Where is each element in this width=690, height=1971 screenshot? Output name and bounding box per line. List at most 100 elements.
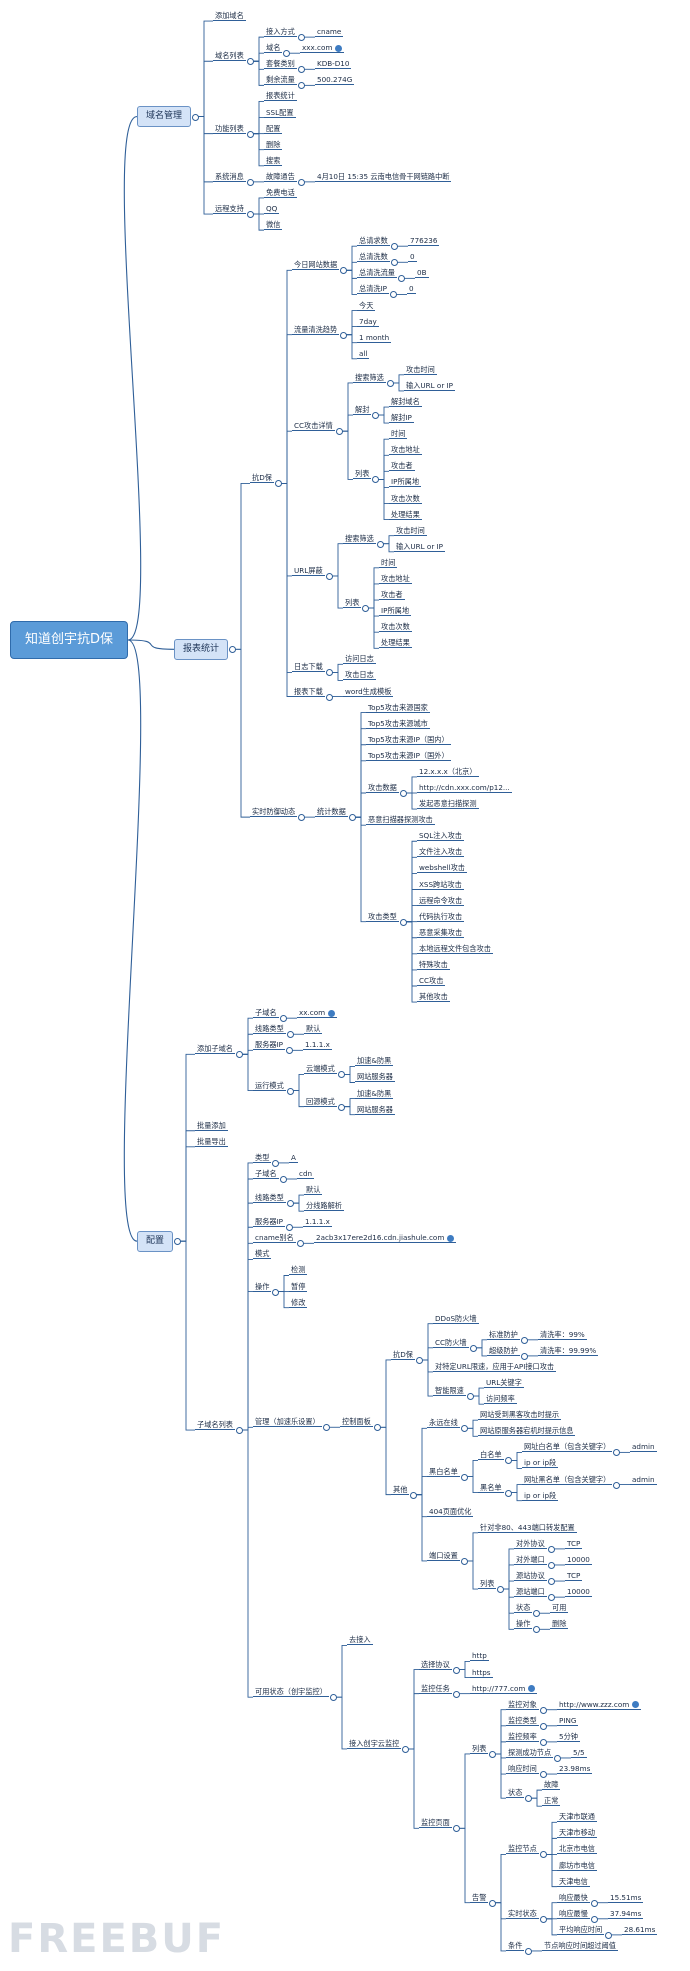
connector-line bbox=[406, 921, 417, 939]
topic-node-label: 云端模式 bbox=[306, 1064, 335, 1074]
topic-node-label: Top5攻击来源城市 bbox=[368, 718, 428, 728]
topic-node-label: 类型 bbox=[255, 1152, 270, 1162]
topic-node: http://cdn.xxx.com/p12... bbox=[417, 783, 512, 793]
topic-node: 28.61ms bbox=[622, 1925, 658, 1935]
connector-line bbox=[467, 1560, 478, 1590]
topic-node-label: TCP bbox=[567, 1538, 581, 1548]
connector-line bbox=[495, 1725, 506, 1755]
topic-node: 黑名单 bbox=[478, 1483, 504, 1493]
topic-node: Top5攻击来源IP（国内） bbox=[366, 735, 451, 745]
topic-node-label: 攻击次数 bbox=[381, 622, 410, 632]
topic-node: 恶意采集攻击 bbox=[417, 928, 465, 938]
topic-node-label: A bbox=[291, 1152, 296, 1162]
topic-node-label: 节点响应时间超过阈值 bbox=[544, 1940, 616, 1950]
topic-node-label: DDoS防火墙 bbox=[435, 1313, 477, 1323]
branch-node-dot bbox=[548, 1578, 555, 1586]
globe-icon bbox=[335, 44, 343, 52]
topic-node: 0B bbox=[415, 268, 429, 279]
topic-node-label: 暂停 bbox=[291, 1281, 306, 1291]
topic-node: 接入方式 bbox=[264, 27, 297, 38]
topic-node-label: 天津市联通 bbox=[559, 1812, 595, 1822]
topic-node: 默认 bbox=[304, 1024, 323, 1035]
topic-node-label: 可用 bbox=[552, 1603, 567, 1613]
topic-node-label: URL关键字 bbox=[486, 1378, 522, 1388]
globe-icon bbox=[528, 1685, 536, 1693]
topic-node: 清洗率：99.99% bbox=[538, 1346, 599, 1356]
topic-node: 总请求数 bbox=[357, 236, 390, 247]
connector-line bbox=[459, 1753, 470, 1829]
topic-node-label: URL屏蔽 bbox=[294, 565, 323, 575]
topic-node: 远程支持 bbox=[213, 204, 246, 215]
topic-node: 端口设置 bbox=[427, 1551, 460, 1561]
topic-node: 状态 bbox=[514, 1603, 533, 1614]
topic-node: 配置 bbox=[264, 124, 283, 134]
connector-line bbox=[546, 1854, 557, 1871]
connector-line bbox=[336, 1696, 347, 1750]
connector-line bbox=[346, 334, 357, 360]
topic-node: 暂停 bbox=[289, 1281, 308, 1292]
topic-node-label: 攻击数据 bbox=[368, 783, 397, 792]
connector-line bbox=[332, 543, 343, 577]
topic-node-label: 加速&防黑 bbox=[357, 1088, 392, 1098]
topic-node-label: TCP bbox=[567, 1571, 581, 1581]
topic-node: 批量添加 bbox=[195, 1121, 228, 1131]
topic-node: 解封IP bbox=[389, 413, 414, 424]
root-topic: 知道创宇抗D保 bbox=[10, 621, 129, 659]
connector-line bbox=[342, 414, 353, 432]
branch-node-dot bbox=[275, 480, 282, 488]
connector-line bbox=[242, 1226, 253, 1431]
branch-node-dot bbox=[272, 1288, 279, 1296]
topic-node: 4月10日 15:35 云南电信骨干网链路中断 bbox=[315, 172, 452, 182]
topic-node: 37.94ms bbox=[608, 1909, 644, 1919]
branch-node-dot bbox=[280, 1015, 287, 1023]
connector-line bbox=[406, 921, 417, 971]
topic-node: 搜索筛选 bbox=[353, 373, 386, 383]
topic-node-label: 流量清洗趋势 bbox=[294, 324, 338, 334]
topic-node-label: 黑名单 bbox=[480, 1482, 502, 1492]
topic-node: cname bbox=[315, 27, 344, 38]
topic-node-label: 源站端口 bbox=[516, 1587, 545, 1597]
branch-node-dot bbox=[323, 1424, 330, 1432]
topic-node-label: 处理结果 bbox=[381, 638, 410, 648]
connector-line bbox=[242, 1242, 253, 1431]
topic-node: 日志下载 bbox=[292, 662, 325, 673]
topic-node-label: 服务器IP bbox=[255, 1217, 284, 1227]
topic-node-label: 总请求数 bbox=[359, 236, 388, 246]
connector-line bbox=[495, 1753, 506, 1799]
root-topic-label: 知道创宇抗D保 bbox=[25, 632, 114, 647]
topic-node: 0 bbox=[407, 284, 416, 295]
topic-node: 恶意扫描器探测攻击 bbox=[366, 815, 435, 826]
topic-node: 正常 bbox=[542, 1796, 561, 1807]
topic-node-label: QQ bbox=[266, 204, 278, 214]
topic-node: 域名列表 bbox=[213, 51, 246, 62]
topic-node: 加速&防黑 bbox=[355, 1088, 394, 1099]
connector-line bbox=[495, 1902, 506, 1952]
branch-node-dot bbox=[340, 267, 347, 275]
topic-node-label: 故障通告 bbox=[266, 171, 295, 181]
branch-node-dot bbox=[391, 259, 398, 267]
topic-node-label: 10000 bbox=[567, 1554, 590, 1564]
connector-line bbox=[406, 776, 417, 794]
topic-node-label: 攻击类型 bbox=[368, 911, 397, 921]
topic-node: 搜索 bbox=[264, 156, 283, 166]
topic-node-label: 攻击次数 bbox=[391, 493, 420, 503]
branch-node-dot bbox=[297, 1240, 304, 1248]
topic-node-label: 0 bbox=[410, 252, 415, 262]
topic-node-label: xx.com bbox=[299, 1008, 326, 1018]
topic-node: 子域名 bbox=[253, 1008, 279, 1019]
topic-node-label: 列表 bbox=[345, 598, 360, 608]
connector-line bbox=[346, 269, 357, 279]
connector-line bbox=[180, 1130, 195, 1242]
connector-line bbox=[342, 430, 353, 480]
topic-node-label: 监控对象 bbox=[508, 1699, 537, 1709]
topic-node-label: cname bbox=[317, 27, 342, 37]
connector-line bbox=[459, 1669, 470, 1678]
topic-node: 平均响应时间 bbox=[557, 1925, 605, 1935]
topic-node: 操作 bbox=[253, 1282, 272, 1292]
topic-node: 批量导出 bbox=[195, 1137, 228, 1147]
topic-node-label: 总清洗数 bbox=[359, 252, 388, 262]
topic-node: 网站服务器 bbox=[355, 1105, 395, 1115]
topic-node-label: 500.274G bbox=[317, 75, 353, 85]
connector-line bbox=[242, 1049, 253, 1055]
connector-line bbox=[393, 382, 404, 392]
